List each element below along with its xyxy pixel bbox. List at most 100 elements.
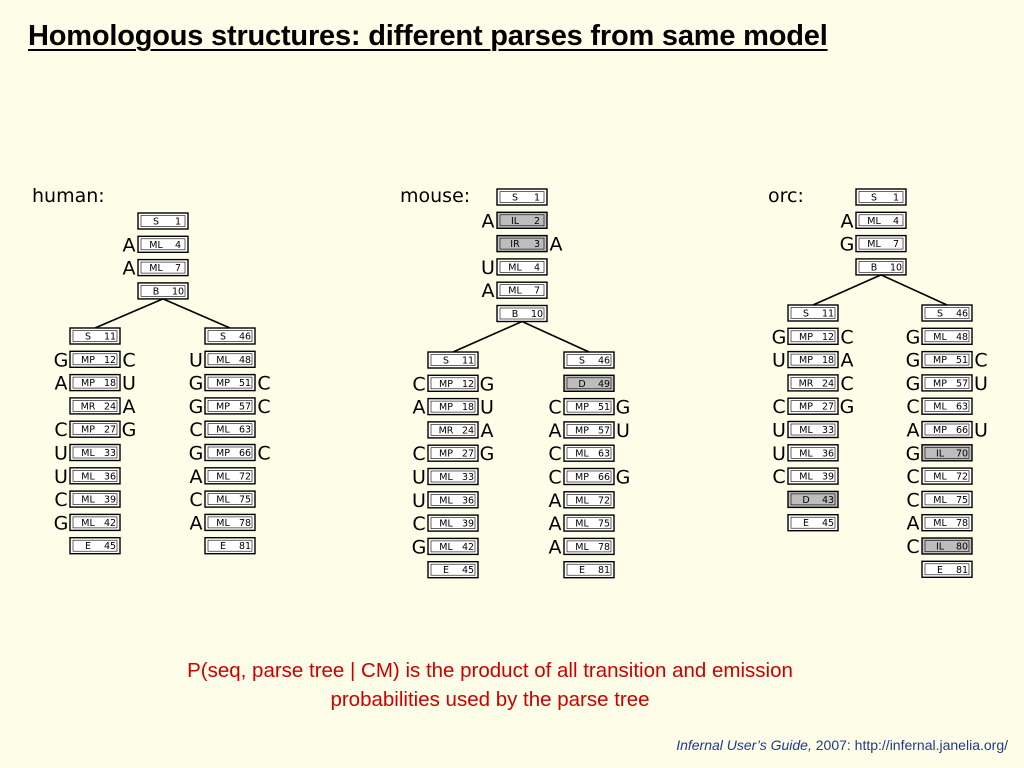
state-box-inner — [430, 540, 476, 553]
residue-left: A — [123, 258, 136, 280]
residue-left: C — [548, 467, 561, 489]
state-box — [563, 537, 615, 556]
state-box-inner — [924, 423, 970, 436]
state-box-inner — [858, 191, 904, 203]
state-box-inner — [566, 377, 612, 390]
state-box-inner — [566, 354, 612, 366]
state-type: MP — [575, 402, 589, 413]
state-index: 3 — [534, 239, 540, 250]
residue-left: A — [123, 234, 136, 256]
state-index: 42 — [462, 542, 474, 553]
state-index: 70 — [956, 448, 968, 459]
residue-right: U — [616, 420, 630, 442]
state-type: ML — [81, 518, 95, 529]
residue-left: U — [772, 350, 786, 372]
state-box — [427, 374, 479, 392]
residue-left: C — [189, 489, 202, 511]
state-box-inner — [72, 516, 118, 529]
residue-left: U — [54, 466, 68, 488]
residue-right: G — [840, 396, 855, 418]
state-box-inner — [924, 307, 970, 319]
state-type: ML — [575, 542, 589, 553]
state-box-inner — [430, 517, 476, 529]
state-index: 4 — [175, 240, 181, 251]
bifurcation-edge — [162, 298, 231, 329]
state-index: 24 — [104, 401, 116, 412]
state-type: MP — [81, 355, 95, 366]
state-index: 46 — [956, 309, 968, 320]
state-type: S — [153, 217, 159, 228]
state-box — [204, 420, 256, 438]
state-index: 33 — [462, 472, 474, 483]
state-type: IL — [511, 216, 520, 227]
state-box-inner — [72, 376, 118, 389]
state-box-inner — [207, 330, 253, 342]
state-index: 75 — [956, 495, 968, 506]
state-index: 75 — [598, 519, 610, 530]
residue-left: G — [906, 326, 921, 348]
residue-right: A — [841, 350, 854, 372]
state-type: ML — [216, 471, 230, 482]
state-box — [69, 513, 121, 532]
state-box-inner — [499, 191, 545, 203]
state-index: 72 — [956, 472, 968, 483]
bifurcation-edge — [521, 320, 590, 353]
state-type: IR — [510, 239, 520, 250]
state-index: 66 — [598, 472, 610, 483]
state-type: ML — [439, 542, 453, 553]
residue-left: G — [906, 350, 921, 372]
state-index: 1 — [893, 193, 899, 204]
residue-left: C — [906, 466, 919, 488]
residue-left: A — [549, 536, 562, 558]
state-type: ML — [867, 239, 881, 250]
organism-label: mouse: — [400, 185, 470, 207]
residue-left: A — [907, 420, 920, 442]
state-box-inner — [430, 354, 476, 366]
residue-left: G — [54, 512, 69, 534]
state-box — [427, 561, 479, 579]
state-box-inner — [858, 214, 904, 227]
state-index: 81 — [239, 541, 251, 552]
state-type: S — [803, 309, 809, 320]
state-box — [787, 514, 839, 532]
state-index: 11 — [822, 309, 834, 320]
state-box-inner — [790, 307, 836, 319]
state-type: MP — [216, 378, 230, 389]
state-index: 46 — [598, 356, 610, 367]
residue-right: U — [974, 373, 988, 395]
state-box — [204, 350, 256, 368]
state-box-inner — [72, 353, 118, 366]
residue-left: G — [189, 443, 204, 465]
state-index: 24 — [822, 378, 834, 389]
state-index: 39 — [462, 519, 474, 530]
state-index: 48 — [239, 355, 251, 366]
residue-right: C — [840, 326, 853, 348]
state-box-inner — [924, 446, 970, 459]
residue-left: C — [906, 489, 919, 511]
state-box-inner — [140, 215, 186, 227]
state-box-inner — [72, 493, 118, 505]
residue-left: A — [482, 280, 495, 302]
state-box — [69, 490, 121, 508]
